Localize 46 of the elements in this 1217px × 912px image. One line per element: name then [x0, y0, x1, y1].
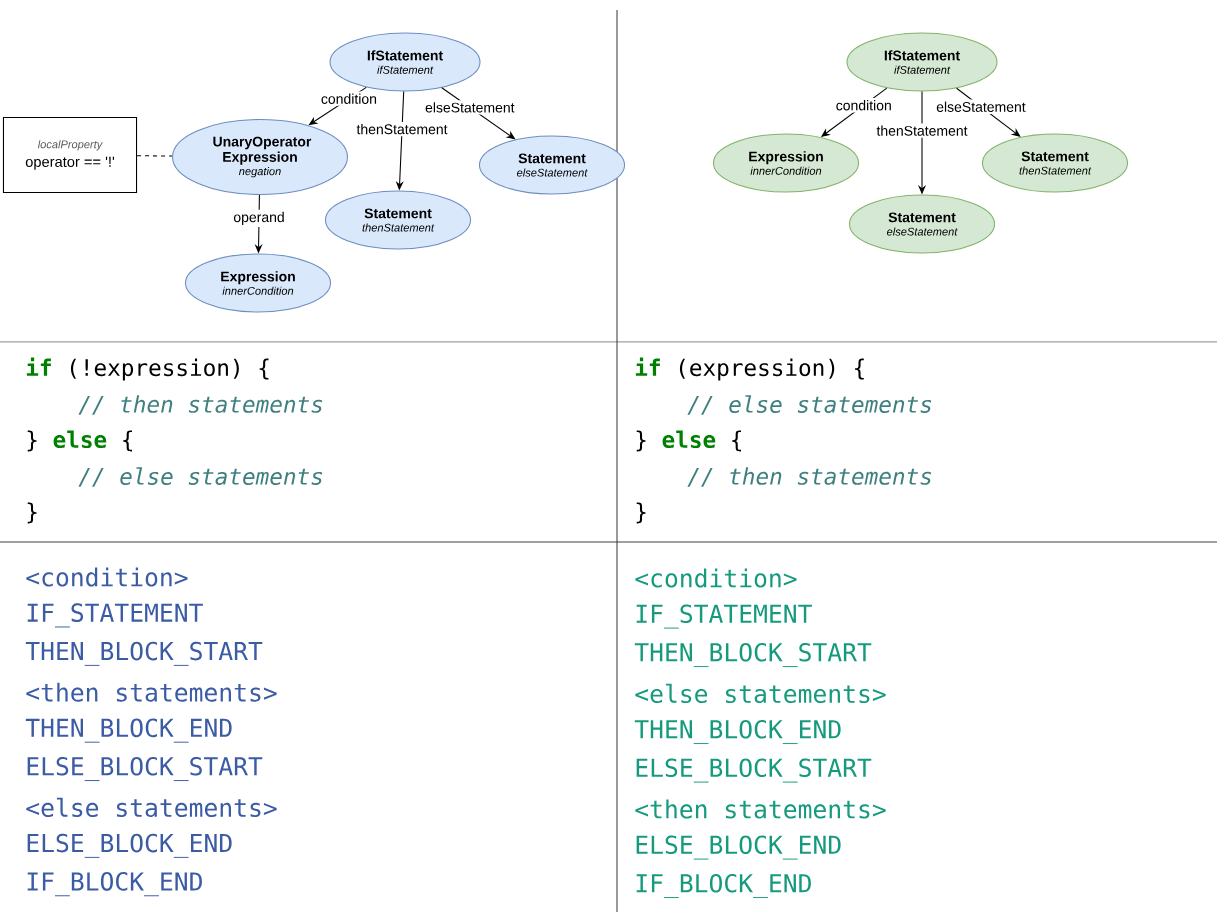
token-line: ELSE_BLOCK_START: [27, 756, 263, 782]
code-comment: // then statements: [78, 395, 323, 415]
edge-label: elseStatement: [423, 100, 517, 115]
ellipse-node: IfStatement ifStatement: [846, 32, 998, 92]
code-line: if (!expression) {: [26, 357, 269, 381]
code-comment: // else statements: [78, 467, 323, 487]
code-comment: // then statements: [687, 467, 932, 487]
edge-label: condition: [318, 91, 379, 106]
token-line: <then statements>: [26, 682, 277, 702]
token-line: IF_STATEMENT: [636, 604, 812, 629]
code-line: } else {: [636, 430, 741, 452]
note-box: localProperty operator == '!': [2, 117, 138, 193]
token-line: <then statements>: [635, 799, 886, 819]
code-line: }: [636, 502, 646, 524]
ellipse-node: Statement elseStatement: [478, 135, 626, 195]
code-line: if (expression) {: [635, 357, 864, 381]
token-line: THEN_BLOCK_START: [634, 642, 872, 668]
ellipse-node: Statement thenStatement: [324, 190, 472, 250]
token-line: IF_STATEMENT: [27, 603, 203, 628]
code-line: }: [27, 502, 37, 524]
token-line: ELSE_BLOCK_END: [636, 835, 841, 860]
ellipse-node: Expression innerCondition: [712, 133, 860, 193]
connector-line: [136, 155, 173, 157]
ellipse-node: UnaryOperator Expression negation: [172, 119, 348, 195]
token-line: <condition>: [635, 568, 797, 588]
token-line: <else statements>: [26, 797, 277, 817]
edge-label: condition: [833, 98, 894, 113]
token-line: ELSE_BLOCK_END: [27, 833, 232, 858]
token-line: <else statements>: [635, 683, 886, 704]
token-line: <condition>: [26, 567, 188, 587]
ellipse-node: Expression innerCondition: [184, 253, 332, 313]
ellipse-node: Statement thenStatement: [981, 133, 1129, 193]
token-line: THEN_BLOCK_START: [25, 641, 263, 666]
code-comment: // else statements: [687, 395, 932, 415]
ellipse-node: Statement elseStatement: [848, 194, 996, 254]
edge-label: thenStatement: [874, 123, 970, 138]
ellipse-node: IfStatement ifStatement: [329, 32, 481, 92]
token-line: THEN_BLOCK_END: [634, 719, 841, 745]
token-line: IF_BLOCK_END: [636, 873, 811, 899]
code-line: } else {: [27, 430, 132, 452]
token-line: THEN_BLOCK_END: [25, 718, 232, 743]
token-line: IF_BLOCK_END: [27, 872, 202, 897]
edge-label: elseStatement: [934, 99, 1028, 114]
token-line: ELSE_BLOCK_START: [636, 758, 872, 783]
edge-label: thenStatement: [354, 122, 450, 137]
edge-label: operand: [231, 209, 287, 227]
